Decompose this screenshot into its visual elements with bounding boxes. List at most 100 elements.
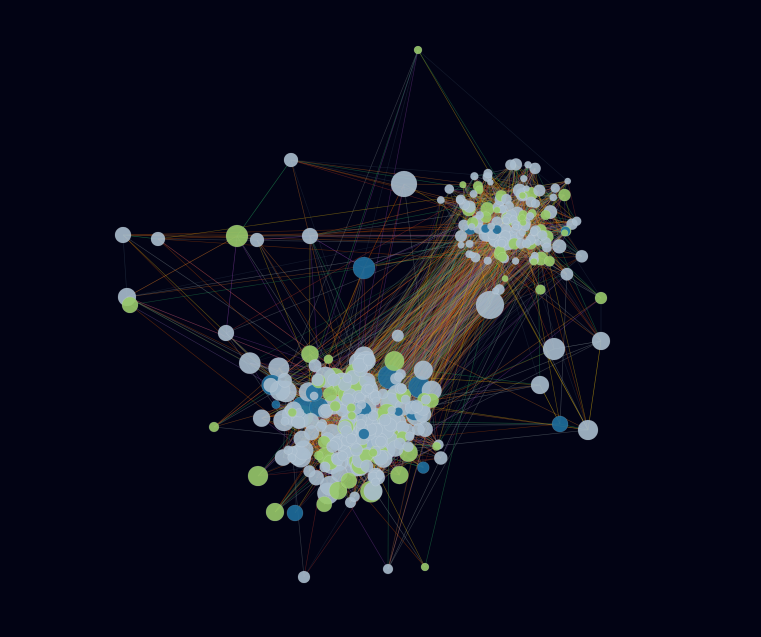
- graph-node[interactable]: [483, 256, 493, 266]
- graph-node[interactable]: [420, 562, 430, 572]
- graph-node[interactable]: [319, 461, 331, 473]
- graph-node[interactable]: [313, 450, 324, 461]
- graph-node[interactable]: [432, 441, 442, 451]
- graph-node[interactable]: [530, 198, 541, 209]
- graph-node[interactable]: [537, 230, 548, 241]
- graph-node[interactable]: [540, 209, 551, 221]
- graph-node[interactable]: [518, 191, 527, 200]
- graph-node[interactable]: [594, 291, 608, 305]
- graph-node[interactable]: [550, 183, 561, 193]
- graph-node[interactable]: [114, 226, 132, 244]
- graph-node[interactable]: [390, 465, 409, 485]
- graph-node[interactable]: [349, 491, 360, 503]
- graph-node[interactable]: [150, 231, 166, 247]
- graph-node[interactable]: [358, 428, 370, 440]
- graph-node[interactable]: [512, 223, 519, 231]
- graph-node[interactable]: [329, 481, 348, 500]
- graph-node[interactable]: [475, 290, 505, 320]
- graph-node[interactable]: [577, 419, 599, 441]
- graph-node[interactable]: [346, 403, 356, 413]
- graph-node[interactable]: [390, 170, 418, 198]
- graph-node[interactable]: [402, 441, 414, 453]
- graph-node[interactable]: [320, 404, 333, 417]
- graph-node[interactable]: [329, 400, 341, 412]
- graph-node[interactable]: [304, 425, 320, 441]
- graph-node[interactable]: [455, 196, 464, 205]
- graph-node[interactable]: [534, 239, 542, 246]
- graph-node[interactable]: [249, 232, 265, 248]
- graph-node[interactable]: [575, 249, 589, 263]
- graph-node[interactable]: [413, 360, 434, 381]
- graph-node[interactable]: [323, 354, 334, 365]
- graph-node[interactable]: [549, 193, 558, 202]
- graph-node[interactable]: [394, 372, 404, 382]
- graph-node[interactable]: [301, 227, 319, 245]
- graph-node[interactable]: [551, 239, 567, 254]
- graph-node[interactable]: [271, 400, 281, 410]
- graph-node[interactable]: [309, 391, 319, 401]
- graph-node[interactable]: [433, 451, 448, 465]
- graph-node[interactable]: [483, 168, 493, 179]
- graph-node[interactable]: [459, 181, 467, 189]
- graph-node[interactable]: [391, 329, 404, 342]
- graph-node[interactable]: [347, 411, 357, 421]
- graph-node[interactable]: [377, 388, 389, 400]
- graph-node[interactable]: [535, 284, 546, 295]
- graph-node[interactable]: [530, 375, 550, 395]
- graph-node[interactable]: [533, 184, 546, 197]
- graph-node[interactable]: [465, 239, 474, 249]
- graph-node[interactable]: [558, 188, 571, 202]
- graph-node[interactable]: [287, 453, 297, 463]
- graph-node[interactable]: [487, 222, 496, 231]
- graph-node[interactable]: [491, 287, 500, 295]
- graph-node[interactable]: [529, 227, 539, 236]
- graph-node[interactable]: [287, 407, 297, 418]
- graph-node[interactable]: [371, 396, 381, 406]
- graph-node[interactable]: [322, 386, 338, 402]
- graph-node[interactable]: [524, 160, 532, 169]
- graph-node[interactable]: [350, 443, 363, 457]
- graph-node[interactable]: [378, 413, 392, 427]
- graph-node[interactable]: [467, 222, 476, 231]
- graph-node[interactable]: [412, 423, 425, 436]
- graph-node[interactable]: [283, 152, 299, 168]
- graph-node[interactable]: [368, 410, 379, 422]
- graph-node[interactable]: [518, 228, 527, 237]
- graph-node[interactable]: [519, 174, 528, 183]
- graph-node[interactable]: [505, 159, 517, 171]
- graph-node[interactable]: [387, 405, 397, 415]
- graph-node[interactable]: [208, 421, 220, 433]
- graph-node[interactable]: [542, 337, 566, 361]
- graph-node[interactable]: [375, 436, 387, 448]
- graph-node[interactable]: [368, 448, 378, 458]
- graph-node[interactable]: [121, 296, 139, 314]
- graph-node[interactable]: [560, 229, 569, 237]
- graph-node[interactable]: [470, 171, 479, 181]
- graph-node[interactable]: [308, 359, 322, 373]
- graph-node[interactable]: [413, 45, 423, 55]
- graph-node[interactable]: [326, 440, 339, 454]
- graph-node[interactable]: [286, 504, 304, 522]
- graph-node[interactable]: [469, 189, 478, 198]
- graph-node[interactable]: [327, 373, 341, 387]
- graph-node[interactable]: [263, 377, 279, 393]
- graph-node[interactable]: [511, 257, 520, 265]
- graph-node[interactable]: [523, 185, 530, 192]
- graph-node[interactable]: [529, 162, 541, 175]
- graph-node[interactable]: [400, 394, 411, 405]
- graph-node[interactable]: [420, 394, 432, 405]
- graph-node[interactable]: [468, 251, 476, 259]
- graph-node[interactable]: [315, 421, 327, 433]
- graph-node[interactable]: [530, 257, 538, 266]
- graph-node[interactable]: [502, 216, 510, 225]
- graph-node[interactable]: [375, 470, 385, 480]
- graph-node[interactable]: [417, 461, 430, 474]
- graph-node[interactable]: [543, 255, 555, 267]
- graph-node[interactable]: [436, 195, 445, 205]
- graph-node[interactable]: [541, 242, 553, 253]
- graph-node[interactable]: [404, 431, 415, 442]
- graph-node[interactable]: [351, 357, 367, 373]
- graph-node[interactable]: [525, 212, 535, 221]
- graph-node[interactable]: [497, 238, 507, 248]
- graph-node[interactable]: [486, 178, 494, 186]
